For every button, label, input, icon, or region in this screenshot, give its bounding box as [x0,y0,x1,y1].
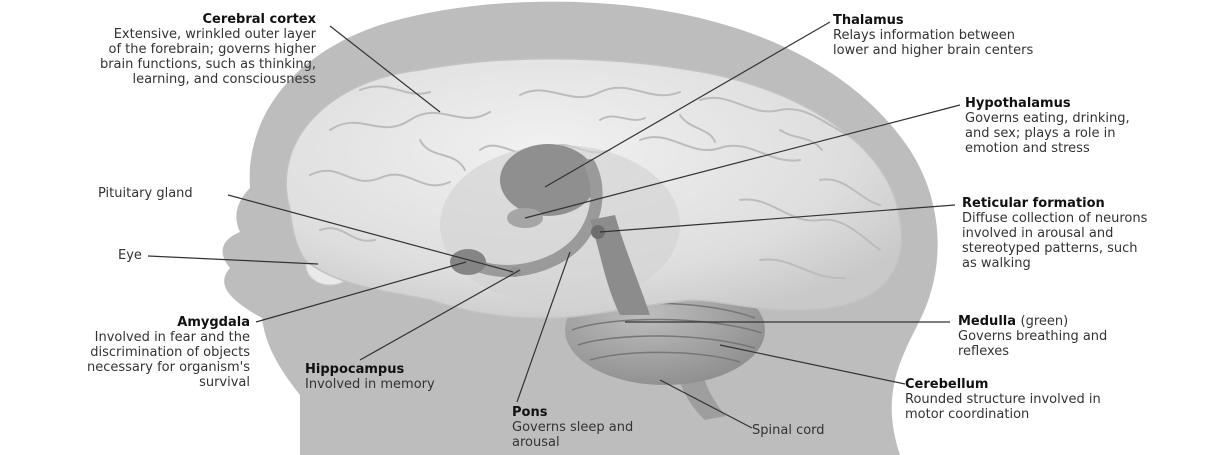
amygdala-title: Amygdala [6,315,250,330]
hypothalamus-desc-3: emotion and stress [965,141,1215,156]
cerebral-cortex-desc-3: brain functions, such as thinking, [6,57,316,72]
thalamus-desc-2: lower and higher brain centers [833,43,1133,58]
hippocampus-desc-1: Involved in memory [305,377,475,392]
label-cerebellum: Cerebellum Rounded structure involved in… [905,377,1195,422]
pituitary-gland-title: Pituitary gland [98,186,193,201]
hypothalamus-title: Hypothalamus [965,96,1215,111]
cerebellum-title: Cerebellum [905,377,1195,392]
label-spinal-cord: Spinal cord [752,423,872,438]
label-amygdala: Amygdala Involved in fear and the discri… [6,315,250,390]
cerebral-cortex-title: Cerebral cortex [6,12,316,27]
medulla-title: Medulla [958,314,1016,329]
cerebral-cortex-desc-1: Extensive, wrinkled outer layer [6,27,316,42]
label-medulla: Medulla (green) Governs breathing and re… [958,314,1188,359]
pons-desc-2: arousal [512,435,692,450]
label-hippocampus: Hippocampus Involved in memory [305,362,475,392]
label-eye: Eye [118,248,158,263]
label-reticular-formation: Reticular formation Diffuse collection o… [962,196,1217,271]
medulla-title-line: Medulla (green) [958,314,1188,329]
medulla-desc-2: reflexes [958,344,1188,359]
cerebral-cortex-desc-4: learning, and consciousness [6,72,316,87]
pons-title: Pons [512,405,692,420]
amygdala-shape [450,249,486,275]
amygdala-desc-1: Involved in fear and the [6,330,250,345]
hippocampus-title: Hippocampus [305,362,475,377]
reticular-formation-title: Reticular formation [962,196,1217,211]
reticular-formation-desc-2: involved in arousal and [962,226,1217,241]
hypothalamus-desc-2: and sex; plays a role in [965,126,1215,141]
label-pituitary-gland: Pituitary gland [98,186,238,201]
cerebral-cortex-desc-2: of the forebrain; governs higher [6,42,316,57]
spinal-cord-title: Spinal cord [752,423,825,438]
amygdala-desc-3: necessary for organism's [6,360,250,375]
label-pons: Pons Governs sleep and arousal [512,405,692,450]
hypothalamus-desc-1: Governs eating, drinking, [965,111,1215,126]
cerebellum-desc-1: Rounded structure involved in [905,392,1195,407]
reticular-formation-desc-1: Diffuse collection of neurons [962,211,1217,226]
label-thalamus: Thalamus Relays information between lowe… [833,13,1133,58]
reticular-formation-desc-3: stereotyped patterns, such [962,241,1217,256]
label-hypothalamus: Hypothalamus Governs eating, drinking, a… [965,96,1215,156]
pons-desc-1: Governs sleep and [512,420,692,435]
thalamus-title: Thalamus [833,13,1133,28]
cerebellum-desc-2: motor coordination [905,407,1195,422]
thalamus-shape [500,144,596,216]
label-cerebral-cortex: Cerebral cortex Extensive, wrinkled oute… [6,12,316,87]
eye-title: Eye [118,248,142,263]
thalamus-desc-1: Relays information between [833,28,1133,43]
reticular-formation-desc-4: as walking [962,256,1217,271]
amygdala-desc-2: discrimination of objects [6,345,250,360]
medulla-note: (green) [1021,314,1069,329]
medulla-desc-1: Governs breathing and [958,329,1188,344]
amygdala-desc-4: survival [6,375,250,390]
